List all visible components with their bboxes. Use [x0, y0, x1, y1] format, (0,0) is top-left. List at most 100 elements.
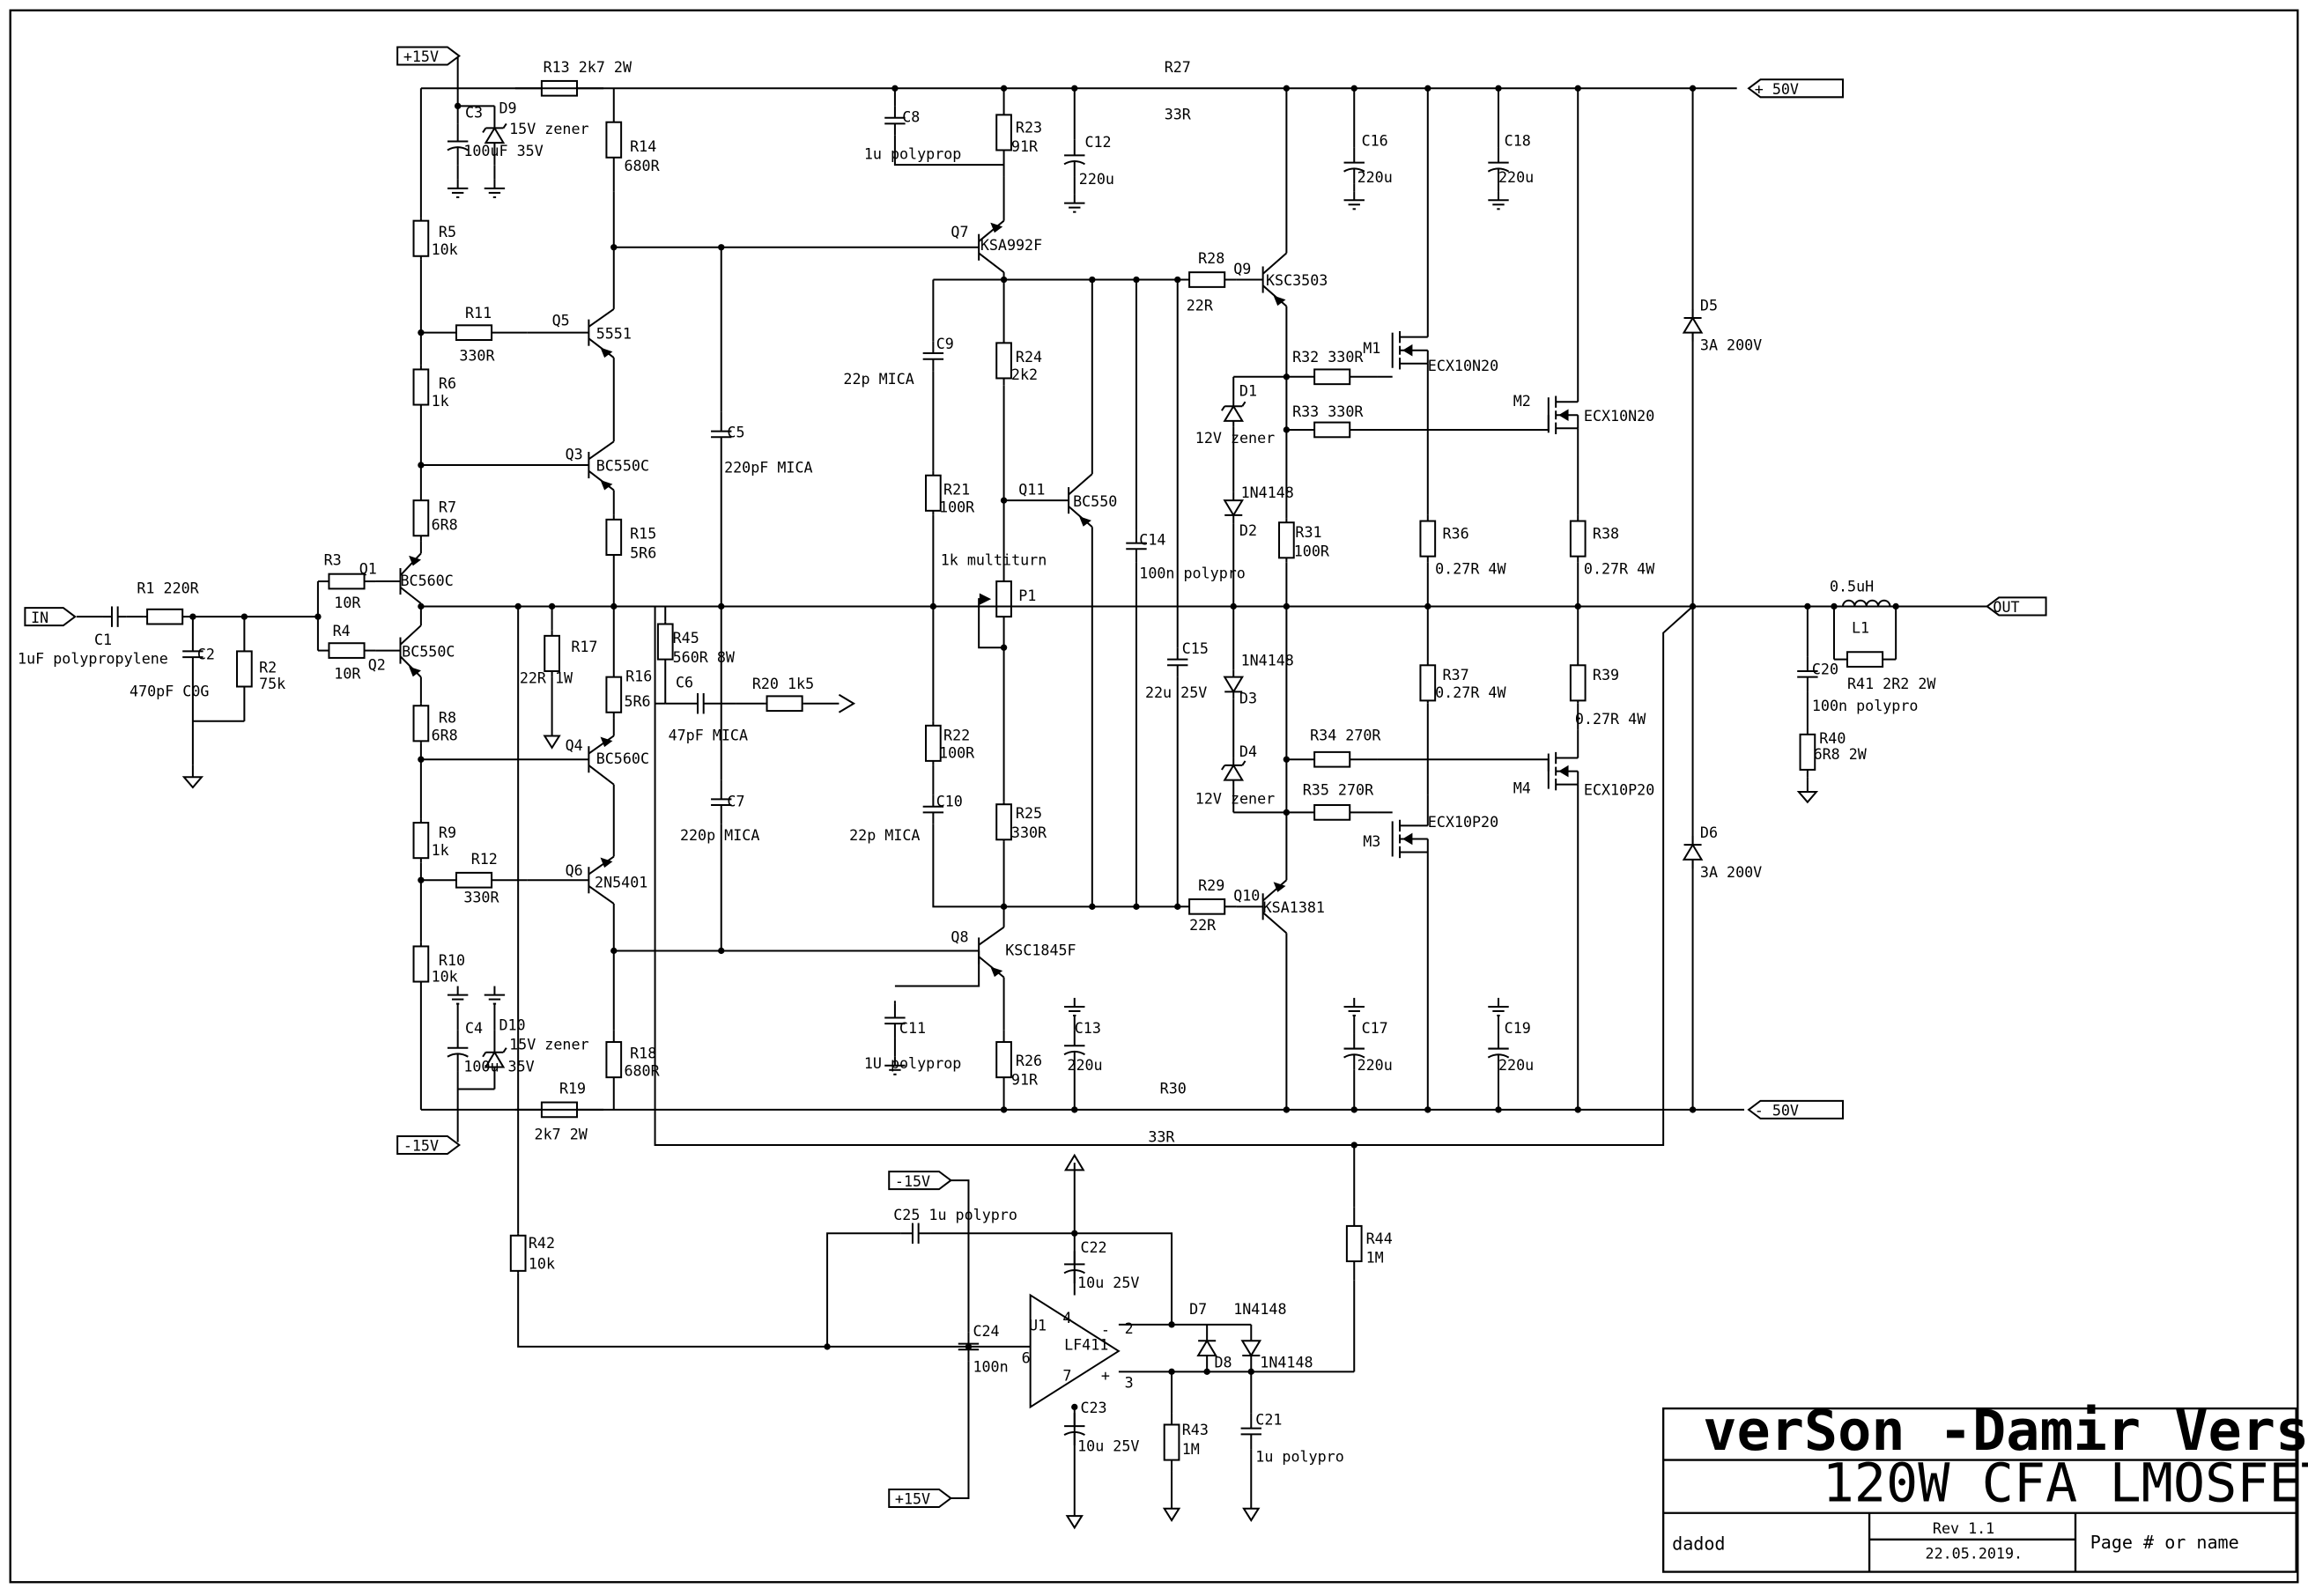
label-c11: C11 — [899, 1019, 926, 1037]
c15-capacitor — [1167, 647, 1188, 677]
plus50-port-text: + 50V — [1755, 80, 1799, 98]
label-d8: D8 — [1215, 1353, 1232, 1371]
label-c14: C14 — [1139, 530, 1165, 548]
label-r17: R17 — [571, 638, 597, 655]
label-c17: C17 — [1362, 1019, 1388, 1037]
label-r2v: 75k — [259, 675, 285, 692]
c22-capacitor — [1063, 1251, 1085, 1284]
plus15-top-port-text: +15V — [403, 48, 439, 65]
label-c11v: 1U polyprop — [864, 1054, 962, 1072]
r24-resistor — [995, 336, 1012, 386]
r41-resistor — [1833, 651, 1897, 668]
label-pin2: 2 — [1125, 1319, 1134, 1337]
label-r24v: 2k2 — [1011, 366, 1038, 383]
label-r19v: 2k7 2W — [535, 1125, 588, 1142]
tb-title: 120W CFA LMOSFET — [1823, 1452, 2308, 1514]
label-c25: C25 1u polypro — [893, 1206, 1017, 1223]
label-q7: Q7 — [951, 223, 968, 240]
label-c8v: 1u polyprop — [864, 144, 962, 162]
label-r45v: 560R 8W — [673, 648, 736, 666]
d7-diode — [1196, 1324, 1217, 1372]
ground-symbol — [1488, 997, 1509, 1016]
label-m1: M1 — [1363, 339, 1380, 357]
label-q8: Q8 — [951, 927, 968, 945]
tb-rev: Rev 1.1 — [1933, 1519, 1994, 1537]
r17-resistor — [544, 630, 560, 677]
r9-resistor — [412, 818, 430, 863]
label-r32: R32 330R — [1292, 348, 1364, 366]
r39-resistor — [1569, 661, 1587, 704]
q3-transistor — [588, 440, 615, 491]
label-q6t: 2N5401 — [595, 874, 647, 891]
q9-transistor — [1261, 252, 1288, 307]
label-c5v: 220pF MICA — [724, 458, 812, 476]
m4-mosfet — [1547, 729, 1579, 1110]
tb-company: verSon -Damir Verson- — [1703, 1398, 2308, 1463]
label-plus: + — [1101, 1366, 1110, 1384]
ground-symbol — [1064, 194, 1085, 213]
label-c19v: 220u — [1498, 1056, 1534, 1074]
label-q6: Q6 — [566, 861, 583, 879]
label-r8: R8 — [439, 708, 456, 726]
label-r3v: 10R — [334, 594, 361, 611]
ground-symbol — [447, 986, 469, 1005]
label-r44v: 1M — [1366, 1249, 1384, 1267]
label-d2v: 1N4148 — [1241, 484, 1294, 501]
label-r3: R3 — [324, 551, 342, 569]
label-d4: D4 — [1239, 743, 1257, 760]
label-r38: R38 — [1593, 525, 1619, 543]
label-m4t: ECX10P20 — [1584, 780, 1654, 798]
ground-symbol — [1064, 997, 1085, 1016]
label-r36v: 0.27R 4W — [1435, 560, 1506, 578]
u1-opamp — [1029, 1293, 1121, 1409]
ground-symbol — [884, 1056, 906, 1075]
label-u1t: LF411 — [1064, 1335, 1108, 1353]
output-arrow — [838, 693, 856, 713]
label-r8v: 6R8 — [432, 727, 458, 744]
label-r16v: 5R6 — [624, 692, 650, 710]
r34-resistor — [1286, 750, 1378, 768]
label-r2: R2 — [259, 659, 277, 676]
label-r33: R33 330R — [1292, 403, 1364, 420]
tb-date: 22.05.2019. — [1926, 1545, 2023, 1563]
r18-resistor — [605, 1030, 623, 1090]
d1-diode — [1221, 400, 1246, 427]
label-c23v: 10u 25V — [1077, 1437, 1139, 1455]
label-r40: R40 — [1819, 729, 1846, 747]
label-d6v: 3A 200V — [1700, 863, 1762, 881]
label-r40v: 6R8 2W — [1814, 745, 1868, 763]
label-d10v: 15V zener — [509, 1035, 588, 1053]
label-r7: R7 — [439, 499, 456, 516]
label-q3t: BC550C — [596, 457, 649, 475]
label-r28: R28 — [1198, 249, 1224, 267]
label-r43v: 1M — [1182, 1440, 1200, 1458]
c4-capacitor — [447, 1030, 469, 1072]
r38-resistor — [1569, 514, 1587, 563]
label-r21: R21 — [943, 480, 970, 498]
label-pin6: 6 — [1022, 1348, 1031, 1366]
d5-diode — [1682, 308, 1704, 342]
r40-resistor — [1799, 727, 1816, 778]
label-r25v: 330R — [1011, 824, 1047, 841]
q4-transistor — [588, 735, 615, 786]
label-r19: R19 — [559, 1080, 586, 1097]
minus15-bottom-port: -15V — [396, 1134, 461, 1156]
c7-capacitor — [711, 780, 732, 824]
label-d9: D9 — [499, 100, 516, 117]
label-r42: R42 — [529, 1234, 555, 1252]
c21-capacitor — [1240, 1413, 1261, 1450]
label-c24v: 100n — [973, 1357, 1008, 1375]
m2-mosfet — [1547, 88, 1579, 457]
d9-diode — [482, 106, 507, 166]
plus15-opamp-port: +15V — [888, 1488, 953, 1509]
r43-resistor — [1163, 1413, 1180, 1472]
label-d1v: 12V zener — [1195, 429, 1275, 447]
label-c2v: 470pF C0G — [129, 682, 209, 699]
d3-diode — [1223, 669, 1245, 699]
c9-capacitor — [922, 341, 944, 372]
c25-capacitor — [900, 1223, 931, 1244]
label-q5: Q5 — [552, 311, 570, 329]
label-r22v: 100R — [939, 744, 975, 762]
